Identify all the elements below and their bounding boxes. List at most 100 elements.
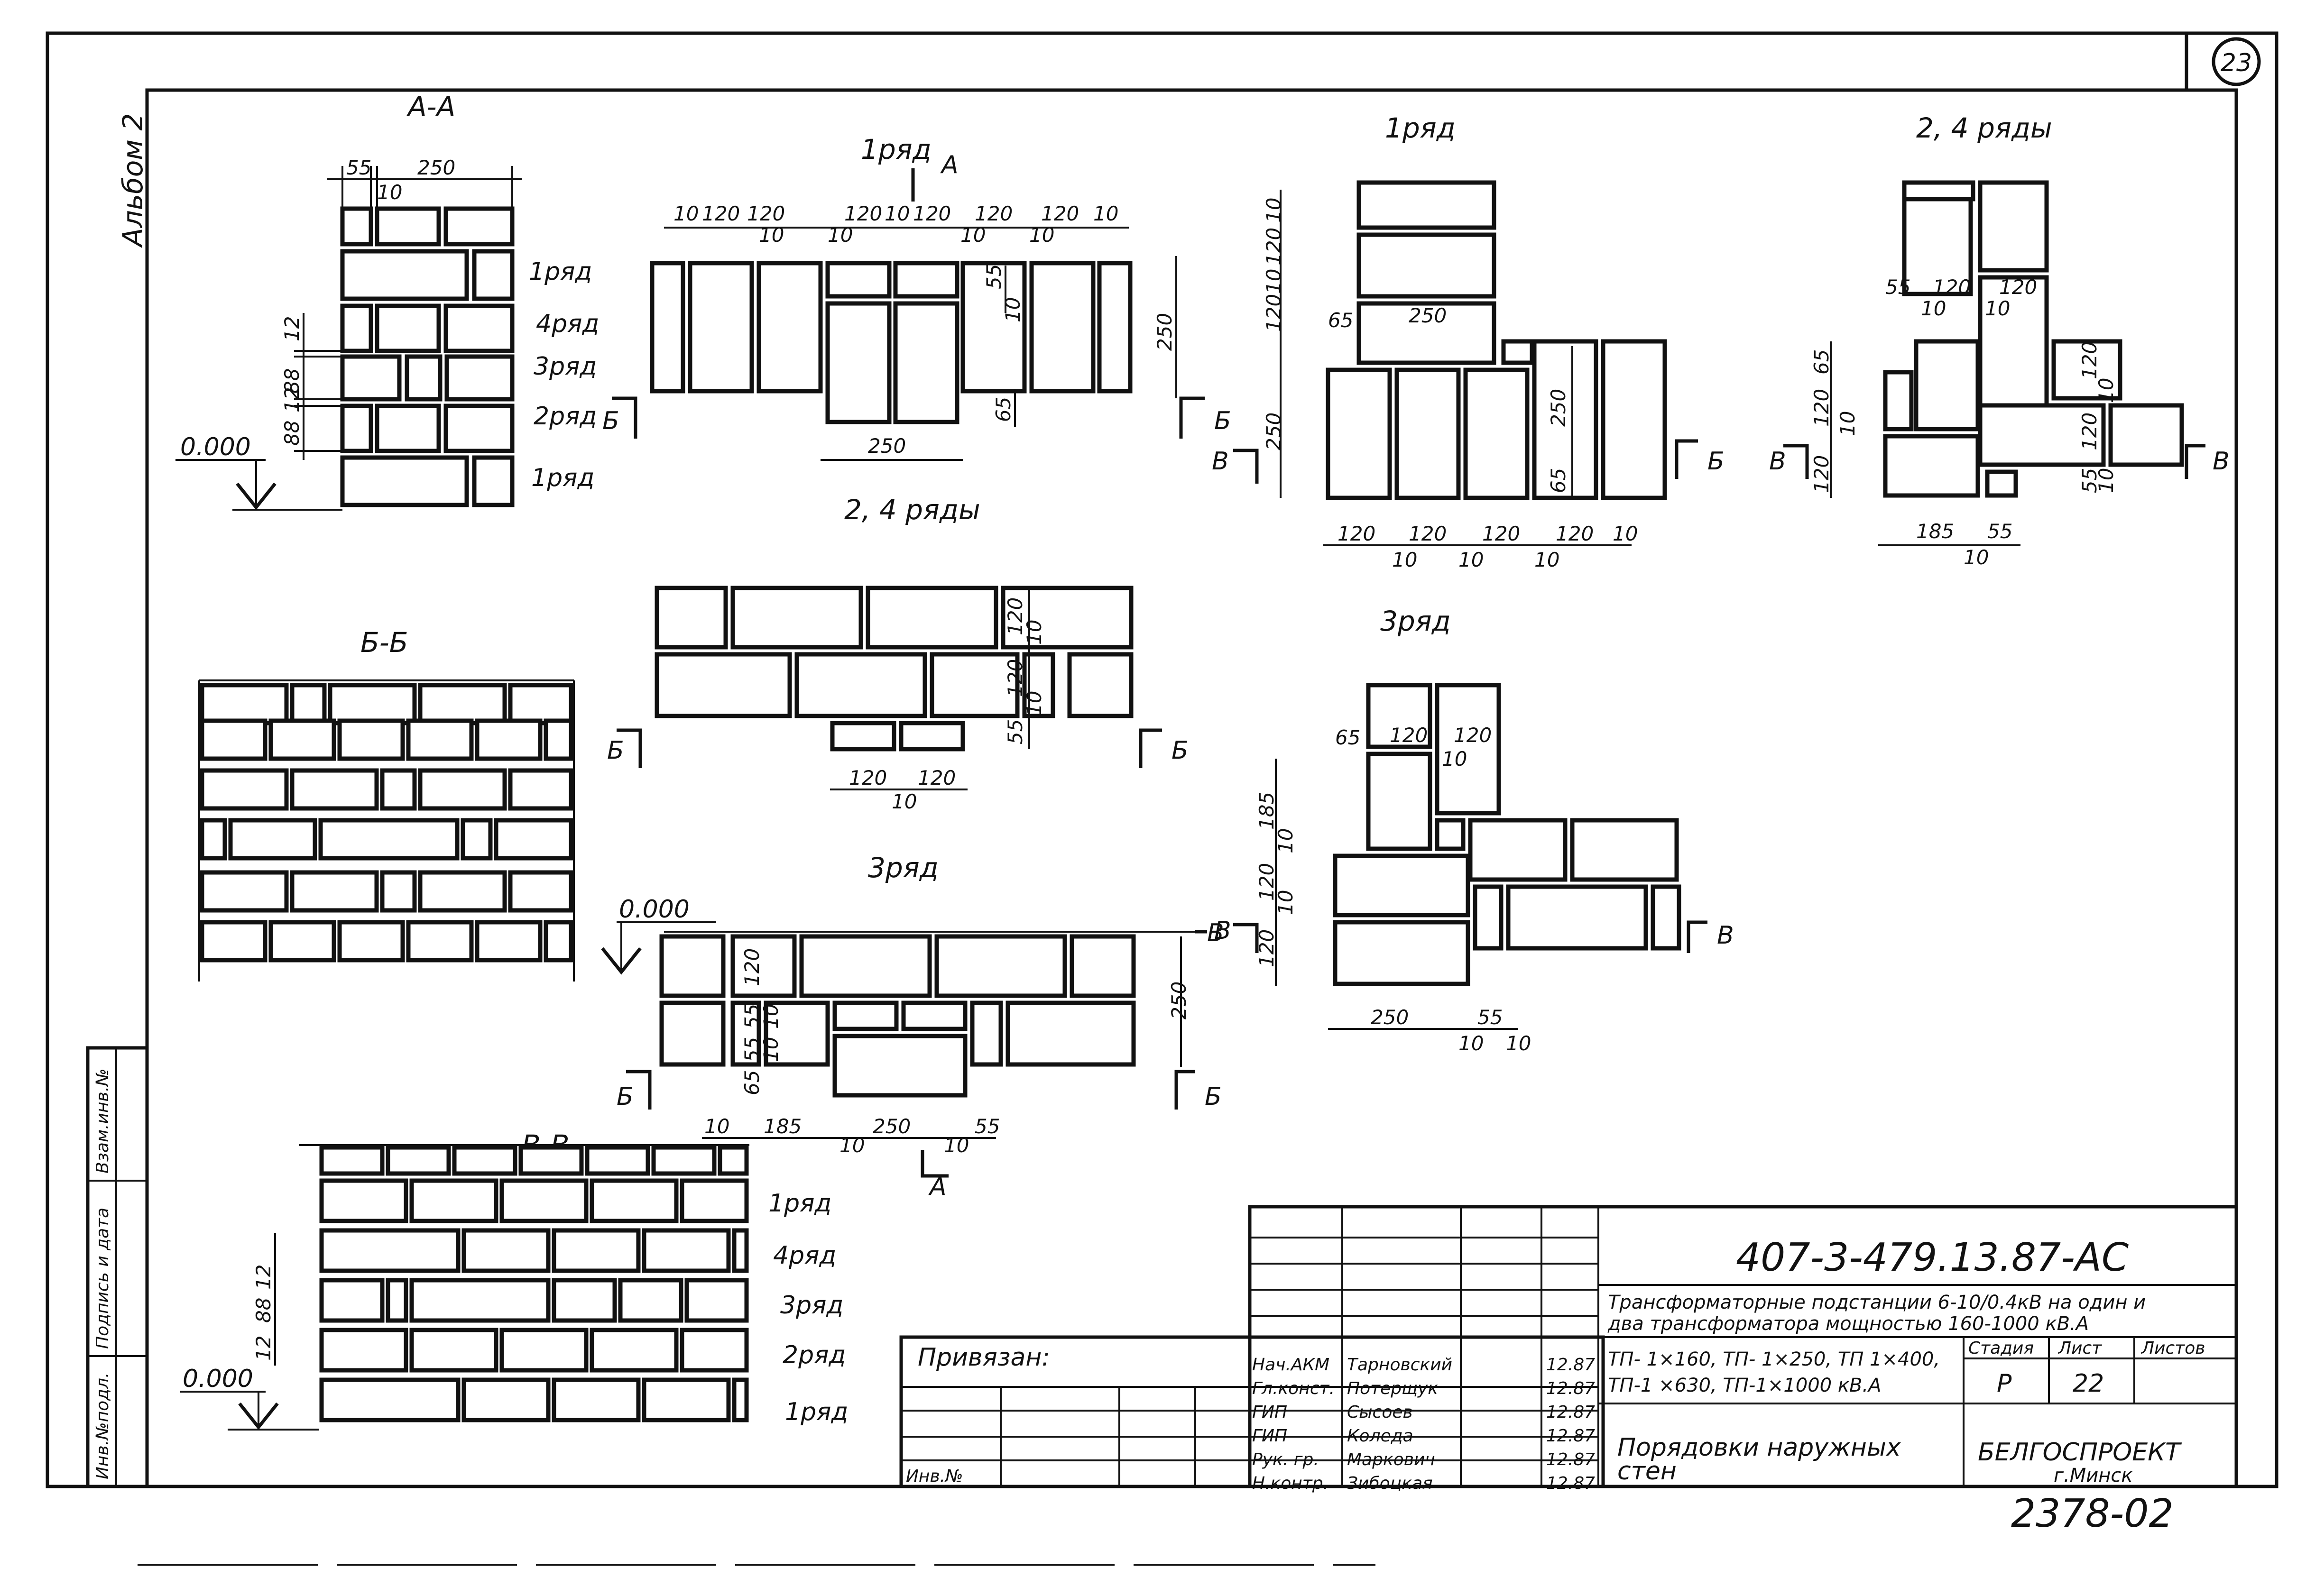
bb-brick [508,683,573,725]
bb-brick [406,920,474,963]
svg-text:120: 120 [1255,863,1278,901]
vv-brick [319,1328,408,1373]
svg-text:120: 120 [740,948,764,986]
bb-brick [380,870,417,913]
variant-line-1: ТП- 1×160, ТП- 1×250, ТП 1×400, [1608,1348,1940,1370]
drawing-code: 407-3-479.13.87-АС [1736,1235,2129,1280]
svg-text:10: 10 [1001,297,1024,322]
svg-text:65: 65 [1810,349,1833,375]
svg-text:10: 10 [673,202,699,225]
vv-brick [552,1377,641,1422]
svg-text:3ряд: 3ряд [780,1291,843,1320]
svg-text:55: 55 [975,1115,1000,1138]
signature-name: Маркович [1347,1450,1435,1469]
inv-label: Инв.№ [906,1467,963,1486]
vv-brick [409,1278,551,1323]
svg-text:10: 10 [1458,548,1484,571]
title-line-2: два трансформатора мощностью 160-1000 кВ… [1607,1313,2089,1335]
organization: БЕЛГОСПРОЕКТ [1978,1438,2182,1467]
plan-row3-title: 3ряд [868,852,939,884]
svg-text:120: 120 [2078,413,2101,450]
svg-text:10: 10 [1921,297,1946,320]
svg-text:10: 10 [1262,198,1285,223]
bb-brick [475,718,543,761]
bb-brick [461,818,493,861]
svg-text:10: 10 [1274,890,1297,915]
page-number-circle [2212,37,2261,86]
svg-text:1ряд: 1ряд [768,1189,831,1218]
corner-row24: 2, 4 ряды 55 120 120 10 10 65 120 10 120… [1769,112,2230,569]
svg-text:185: 185 [1916,520,1954,543]
svg-text:В: В [1212,447,1229,476]
svg-text:120: 120 [844,202,882,225]
svg-text:88: 88 [280,421,304,446]
svg-text:55: 55 [2078,468,2101,493]
bound-label: Привязан: [918,1343,1050,1372]
svg-text:10: 10 [1029,223,1054,247]
svg-text:65: 65 [1335,726,1360,749]
vv-brick [718,1145,749,1176]
svg-text:250: 250 [1547,389,1570,427]
vv-brick [409,1178,498,1223]
bb-brick [290,870,379,913]
plan-row24-under-title: 2, 4 ряды [844,494,980,526]
svg-text:250: 250 [1371,1006,1409,1029]
signature-role: Гл.конст. [1252,1379,1335,1398]
svg-text:55: 55 [982,264,1006,289]
svg-text:250: 250 [873,1115,911,1138]
svg-text:120: 120 [1999,275,2037,299]
bb-brick [268,718,336,761]
signature-role: ГИП [1252,1403,1287,1422]
svg-text:1ряд: 1ряд [531,464,594,492]
sheet-name-2: стен [1617,1457,1677,1486]
vv-brick [319,1228,461,1273]
svg-text:В: В [1717,921,1734,950]
svg-text:10: 10 [960,223,986,247]
svg-text:10: 10 [1964,546,1989,569]
signature-role: ГИП [1252,1426,1287,1446]
view-aa-title: А-А [406,91,455,123]
svg-text:10: 10 [1023,620,1046,645]
city: г.Минск [2054,1465,2133,1486]
svg-text:10: 10 [759,1037,783,1062]
svg-text:3ряд: 3ряд [534,352,597,381]
svg-text:10: 10 [1458,1032,1484,1055]
svg-text:10: 10 [704,1115,729,1138]
bb-brick [475,920,543,963]
plan-row24-middle: 120 10 120 10 55 120 120 10 Б Б [607,586,1189,813]
svg-text:В: В [1769,447,1786,476]
svg-text:120: 120 [1454,724,1492,747]
bb-brick [200,920,268,963]
svg-text:120: 120 [1810,389,1833,427]
svg-text:250: 250 [868,434,906,458]
side-stamp-inv-podl: Инв.№подл. [93,1373,112,1479]
bb-brick [337,920,405,963]
svg-text:55: 55 [740,1004,764,1029]
svg-text:120: 120 [1409,522,1447,545]
signature-name: Сысоев [1347,1403,1413,1422]
svg-text:12: 12 [252,1336,275,1361]
svg-text:55: 55 [1477,1006,1503,1029]
svg-text:55: 55 [346,156,371,179]
svg-text:120: 120 [702,202,740,225]
level-mark-aa: 0.000 [180,433,251,461]
vv-brick [461,1377,551,1422]
svg-text:120: 120 [1004,659,1027,697]
svg-text:185: 185 [764,1115,802,1138]
signature-date: 12.87 [1546,1450,1595,1469]
bb-brick [380,768,417,811]
title-block: 407-3-479.13.87-АС Трансформаторные подс… [899,1205,2238,1493]
svg-text:Б: Б [602,407,619,435]
plan-row1-title: 1ряд [861,133,932,165]
svg-text:10: 10 [1985,297,2010,320]
signature-name: Коледа [1347,1426,1413,1446]
corner-row1: 1ряд 65 250 120 10 120 10 250 250 65 120… [1212,112,1725,571]
vv-brick [552,1228,641,1273]
view-bb: Б-Б [198,626,575,981]
view-aa: А-А 55 250 10 12 88 12 [175,91,599,511]
archive-number: 2378-02 [2011,1491,2174,1536]
vv-brick [518,1145,584,1176]
vv-brick [618,1278,683,1323]
